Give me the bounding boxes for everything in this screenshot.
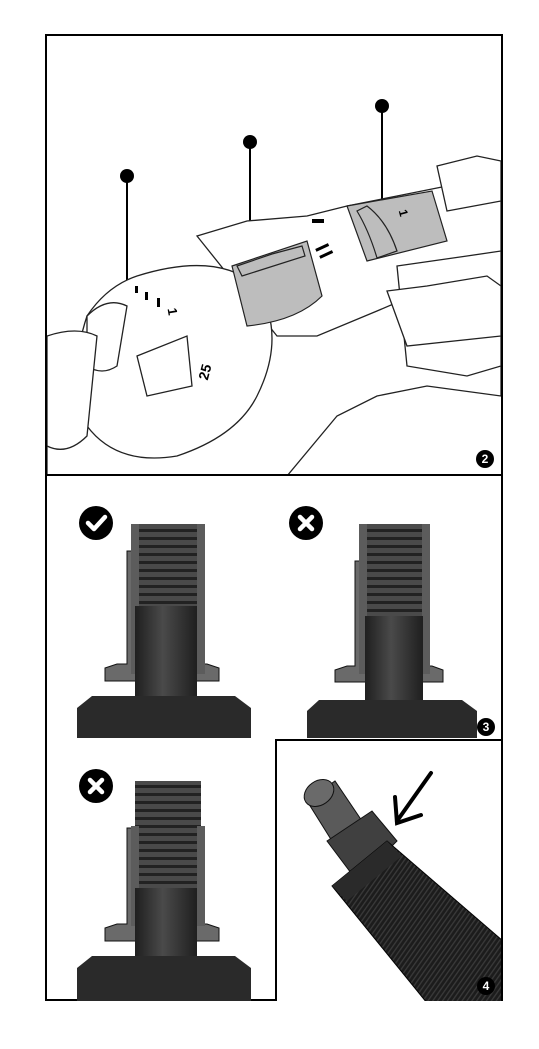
figure-badge-4: 4 [477,977,495,995]
cross-icon [289,506,323,540]
bit-correct [77,524,251,738]
bit-incorrect-1 [307,524,477,738]
cross-icon [79,769,113,803]
bit-holder-illustration [277,741,501,1001]
arrow-icon [395,773,431,823]
figure-2-drill-controls: 1 25 1 2 [47,36,501,476]
bit-incorrect-2 [77,781,251,1001]
callout-dots [120,99,389,183]
figure-4-bit-holder: 4 [275,739,501,1001]
figure-sheet: 1 25 1 2 [45,34,503,1001]
check-icon [79,506,113,540]
drill-illustration [47,36,501,476]
figure-badge-2: 2 [476,450,494,468]
figure-badge-3: 3 [477,718,495,736]
